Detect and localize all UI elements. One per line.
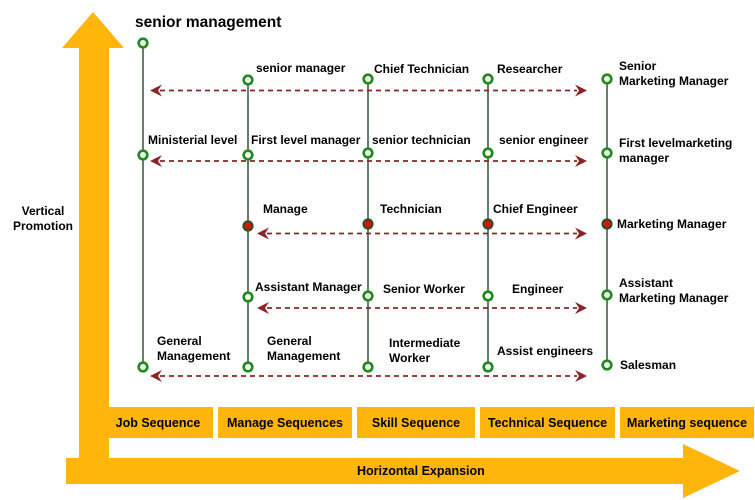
node-c2-r3-red <box>242 220 254 232</box>
node-c3-r1 <box>362 73 374 85</box>
node-c1-r0 <box>137 37 149 49</box>
node-c1-r5 <box>137 361 149 373</box>
vertical-axis-arrow <box>62 12 124 484</box>
node-c1-r2 <box>137 149 149 161</box>
sequence-box-marketing: Marketing sequence <box>620 407 754 438</box>
node-c3-r4 <box>362 290 374 302</box>
label-assist-engineers: Assist engineers <box>497 344 594 358</box>
label-researcher: Researcher <box>497 62 563 76</box>
label-general-management-2: General Management <box>267 334 341 363</box>
label-general-management-1: General Management <box>157 334 231 363</box>
label-engineer: Engineer <box>512 282 564 296</box>
node-c2-r5 <box>242 361 254 373</box>
node-c4-r5 <box>482 361 494 373</box>
label-manage: Manage <box>263 202 308 216</box>
transfer-arrow-row3 <box>257 227 587 240</box>
node-c3-r3-red <box>362 218 374 230</box>
transfer-arrow-row4 <box>257 302 587 314</box>
label-first-level-marketing-manager: First levelmarketing manager <box>619 136 733 165</box>
label-salesman: Salesman <box>620 358 677 372</box>
node-c5-r2 <box>601 147 613 159</box>
label-intermediate-worker: Intermediate Worker <box>389 336 461 365</box>
label-senior-management: senior management <box>135 14 282 31</box>
node-c4-r1 <box>482 73 494 85</box>
node-c5-r3-red <box>601 218 613 230</box>
label-senior-worker: Senior Worker <box>383 282 465 296</box>
transfer-arrow-row2 <box>150 155 587 167</box>
label-chief-engineer: Chief Engineer <box>493 202 578 216</box>
sequence-box-manage: Manage Sequences <box>218 407 352 438</box>
node-c2-r4 <box>242 291 254 303</box>
transfer-arrow-row1 <box>150 84 587 97</box>
horizontal-axis-label: Horizontal Expansion <box>357 464 485 478</box>
label-assistant-manager: Assistant Manager <box>255 280 362 294</box>
node-c4-r3-red <box>482 218 494 230</box>
label-technician: Technician <box>380 202 442 216</box>
label-senior-marketing-manager: Senior Marketing Manager <box>619 59 729 88</box>
node-c4-r2 <box>482 147 494 159</box>
node-c2-r1 <box>242 74 254 86</box>
label-marketing-manager: Marketing Manager <box>617 217 727 231</box>
label-senior-manager: senior manager <box>256 61 346 75</box>
node-c3-r2 <box>362 147 374 159</box>
sequence-box-technical: Technical Sequence <box>480 407 615 438</box>
label-assistant-marketing-manager: Assistant Marketing Manager <box>619 276 729 305</box>
sequence-box-job: Job Sequence <box>103 407 213 438</box>
sequence-box-skill: Skill Sequence <box>357 407 475 438</box>
label-senior-engineer: senior engineer <box>499 133 589 147</box>
horizontal-axis-arrow <box>66 444 740 498</box>
node-c5-r1 <box>601 73 613 85</box>
label-first-level-manager: First level manager <box>251 133 361 147</box>
label-chief-technician: Chief Technician <box>374 62 470 76</box>
node-c2-r2 <box>242 149 254 161</box>
transfer-arrow-row5 <box>150 370 587 382</box>
label-senior-technician: senior technician <box>372 133 471 147</box>
node-c5-r5 <box>601 359 613 371</box>
vertical-axis-label: Vertical Promotion <box>13 204 73 233</box>
label-ministerial-level: Ministerial level <box>148 133 238 147</box>
node-c5-r4 <box>601 289 613 301</box>
node-c3-r5 <box>362 361 374 373</box>
node-c4-r4 <box>482 290 494 302</box>
